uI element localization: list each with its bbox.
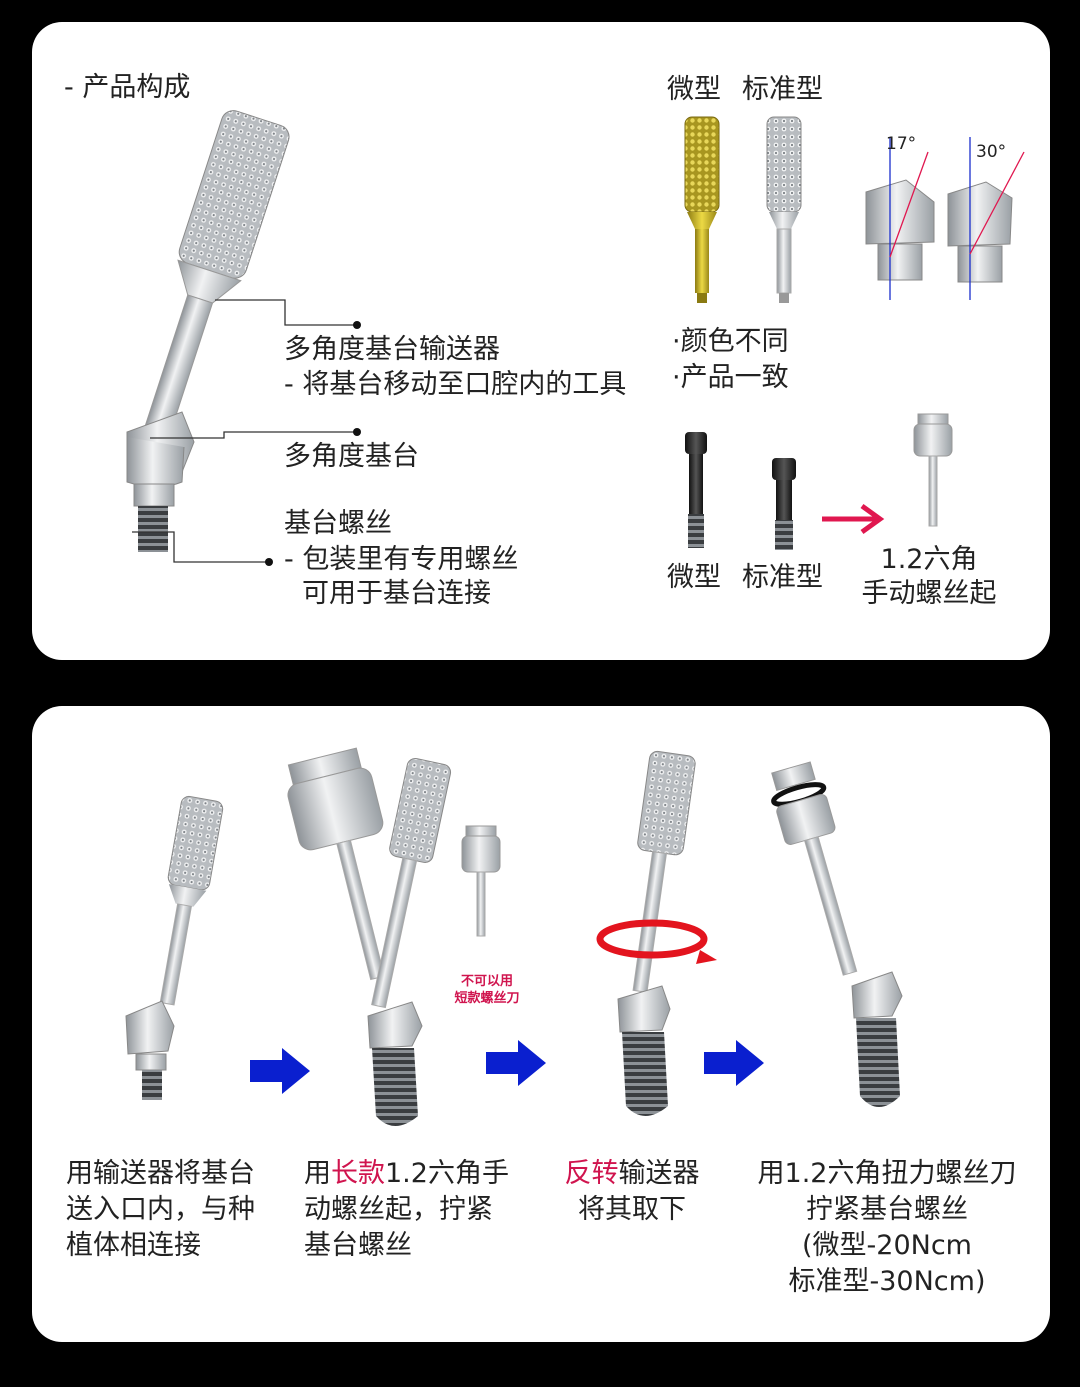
step4-line4: 标准型-30Ncm): [788, 1266, 986, 1297]
standard-screw-black: [772, 458, 796, 550]
note-product-same: ·产品一致: [672, 362, 789, 393]
red-arrow-icon: [822, 503, 885, 535]
short-hex-driver: [461, 825, 501, 937]
step2-line2: 动螺丝起，拧紧: [304, 1194, 493, 1225]
section-heading: - 产品构成: [64, 72, 191, 103]
warning-line-2: 短款螺丝刀: [454, 991, 520, 1006]
step2-long-hex-driver: [287, 747, 452, 1126]
step1-line3: 植体相连接: [66, 1230, 201, 1261]
callout-leader-lines: [132, 299, 361, 566]
step3-reverse-driver: [596, 750, 717, 1116]
screw-type-mini: 微型: [667, 562, 721, 593]
mini-driver-gold: [684, 116, 720, 303]
step4-line1: 用1.2六角扭力螺丝刀: [757, 1158, 1017, 1189]
driver-description: - 将基台移动至口腔内的工具: [284, 369, 627, 400]
hex-manual-driver: [913, 413, 953, 527]
mini-screw-black: [685, 432, 707, 548]
warning-line-1: 不可以用: [460, 974, 513, 989]
step2-line1: 用长款1.2六角手: [304, 1158, 509, 1189]
step4-torque-driver: [771, 761, 903, 1107]
standard-driver-silver: [766, 116, 802, 303]
type-label-standard: 标准型: [742, 74, 823, 105]
screw-type-standard: 标准型: [742, 562, 823, 593]
step4-line3: (微型-20Ncm: [802, 1230, 972, 1261]
blue-arrow-icon-1: [250, 1048, 310, 1094]
hex-driver-label-2: 手动螺丝起: [861, 578, 997, 609]
step1-line2: 送入口内，与种: [66, 1194, 255, 1225]
step2-highlight-long: 长款: [331, 1158, 385, 1189]
screw-description-1: - 包装里有专用螺丝: [284, 544, 519, 575]
screw-description-2: 可用于基台连接: [302, 578, 491, 609]
note-color-different: ·颜色不同: [672, 326, 789, 357]
step4-line2: 拧紧基台螺丝: [806, 1194, 968, 1225]
abutment-17-degree: [865, 137, 935, 300]
multi-angle-driver-illustration: [126, 110, 290, 552]
step1-line1: 用输送器将基台: [66, 1158, 255, 1189]
step3-line2: 将其取下: [578, 1194, 686, 1225]
hex-driver-label-1: 1.2六角: [880, 544, 978, 575]
blue-arrow-icon-2: [486, 1040, 546, 1086]
step1-driver-abutment: [125, 795, 224, 1100]
angle-label-30: 30°: [976, 142, 1007, 162]
abutment-title: 多角度基台: [284, 441, 419, 472]
driver-title: 多角度基台输送器: [284, 334, 500, 365]
blue-arrow-icon-3: [704, 1040, 764, 1086]
step3-highlight-reverse: 反转: [564, 1158, 619, 1189]
angle-label-17: 17°: [886, 134, 917, 154]
screw-title: 基台螺丝: [284, 508, 392, 539]
product-composition-panel: - 产品构成 多角度基台输送器 - 将基台移动至口腔内的工具 多角度基台 基台螺…: [32, 22, 1050, 660]
type-label-mini: 微型: [667, 74, 721, 105]
step2-line3: 基台螺丝: [304, 1230, 412, 1261]
abutment-shape: [126, 411, 195, 507]
step3-line1: 反转输送器: [564, 1158, 700, 1189]
rotation-arrow-icon: [596, 919, 708, 959]
usage-steps-panel: 不可以用 短款螺丝刀 用输送器将基台 送入口内，与种 植体相连接 用长款1.2六…: [32, 706, 1050, 1342]
abutment-screw-shape: [138, 506, 168, 552]
abutment-30-degree: [947, 137, 1025, 300]
